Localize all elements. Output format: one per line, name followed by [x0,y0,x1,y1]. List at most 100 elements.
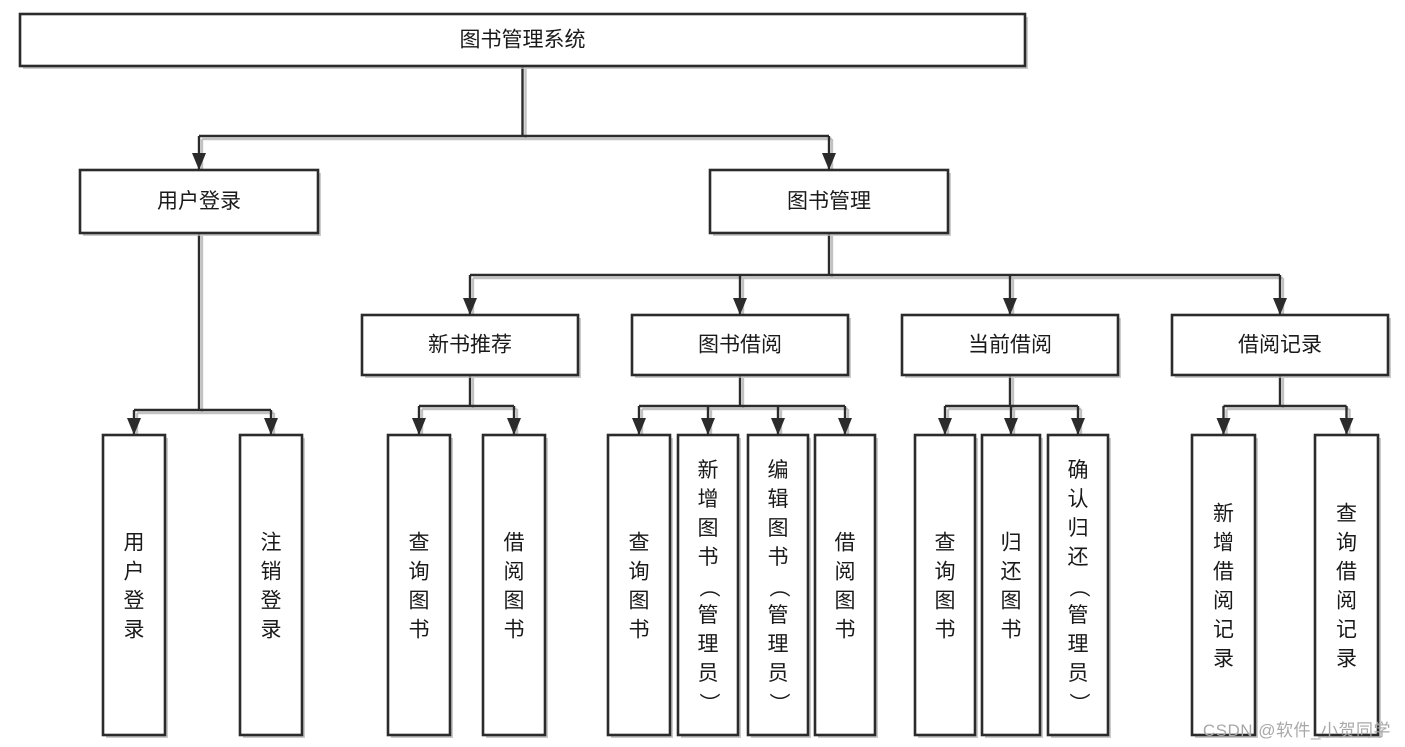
node-label-char: 借 [835,532,856,555]
node-rect[interactable] [900,313,1120,377]
node-new-book-rec[interactable]: 新书推荐 [360,313,581,378]
arrow-head-icon [127,418,141,435]
node-rect[interactable] [746,433,810,737]
node-label-char: 图 [629,590,650,613]
node-rect[interactable] [101,433,167,737]
arrow-head-icon [1004,418,1018,435]
node-rect[interactable] [708,168,950,235]
node-label-char: 书 [504,619,525,642]
node-label-char: 书 [768,546,789,569]
node-rect[interactable] [1190,433,1257,737]
node-rect[interactable] [18,12,1027,68]
node-label-char: 管 [698,604,719,627]
node-label: 图书管理 [787,190,871,213]
node-rect[interactable] [1046,433,1110,737]
node-label-char: 询 [629,561,650,584]
node-book-manage[interactable]: 图书管理 [708,168,951,236]
arrow-head-icon [1216,418,1231,435]
node-label-char: 新 [1213,503,1234,526]
arrow-head-icon [938,418,952,435]
node-leaf-user-login[interactable]: 用户登录 [101,433,168,738]
node-label-char: 书 [1001,619,1022,642]
arrow-head-icon [507,418,521,435]
node-label-char: 书 [629,619,650,642]
node-book-borrow[interactable]: 图书借阅 [630,313,851,378]
node-label-char: 新 [698,459,719,482]
node-rect[interactable] [386,433,452,737]
node-label: 图书管理系统 [460,29,586,52]
node-label: 用户登录 [157,190,241,213]
node-label-char: 管 [1068,604,1089,627]
node-rect[interactable] [606,433,672,737]
node-label-char: 录 [1336,648,1357,671]
node-label-char: 登 [124,590,145,613]
node-label-char: 图 [835,590,856,613]
node-label-char: （ [767,577,790,598]
node-rect[interactable] [78,168,320,235]
arrow-head-icon [733,298,747,315]
node-label-char: 借 [504,532,525,555]
node-label-char: 借 [1336,561,1357,584]
node-label-char: 户 [124,561,145,584]
arrow-head-icon [771,418,785,435]
node-rect[interactable] [1313,433,1380,737]
node-label: 图书借阅 [698,334,782,357]
node-label-char: 员 [698,662,719,685]
arrow-head-icon [264,418,278,435]
arrow-head-icon [701,418,715,435]
node-borrow-record[interactable]: 借阅记录 [1170,313,1391,378]
node-root[interactable]: 图书管理系统 [18,12,1028,69]
node-label-char: 询 [1336,532,1357,555]
node-rect[interactable] [676,433,740,737]
node-label: 新书推荐 [428,334,512,357]
node-user-login[interactable]: 用户登录 [78,168,321,236]
node-label-char: 销 [261,561,282,584]
node-label-char: 登 [261,590,282,613]
node-label-char: （ [1067,577,1090,598]
node-label: 借阅记录 [1238,334,1322,357]
node-label-char: 查 [409,532,430,555]
node-rect[interactable] [980,433,1042,737]
node-label-char: 增 [1213,532,1234,555]
node-label-char: 录 [261,619,282,642]
node-label-char: 员 [768,662,789,685]
node-label-char: 还 [1068,546,1089,569]
node-label-char: 理 [768,633,789,656]
node-label-char: 借 [1213,561,1234,584]
node-label-char: ） [1067,693,1090,714]
arrow-head-icon [1273,298,1287,315]
node-label-char: 理 [1068,633,1089,656]
node-label-char: ） [697,693,720,714]
node-current-borrow[interactable]: 当前借阅 [900,313,1121,378]
arrow-head-icon [1003,298,1017,315]
node-rect[interactable] [238,433,304,737]
node-label-char: 书 [835,619,856,642]
node-label-char: 询 [935,561,956,584]
node-rect[interactable] [913,433,977,737]
node-rect[interactable] [630,313,850,377]
node-label-char: 录 [1213,648,1234,671]
arrow-head-icon [838,418,852,435]
node-label-char: 员 [1068,662,1089,685]
node-rect[interactable] [481,433,547,737]
node-rect[interactable] [813,433,877,737]
node-rect[interactable] [360,313,580,377]
node-rect[interactable] [1170,313,1390,377]
arrow-head-icon [412,418,426,435]
node-label-char: 书 [698,546,719,569]
node-label-char: 图 [935,590,956,613]
node-label-char: 图 [1001,590,1022,613]
